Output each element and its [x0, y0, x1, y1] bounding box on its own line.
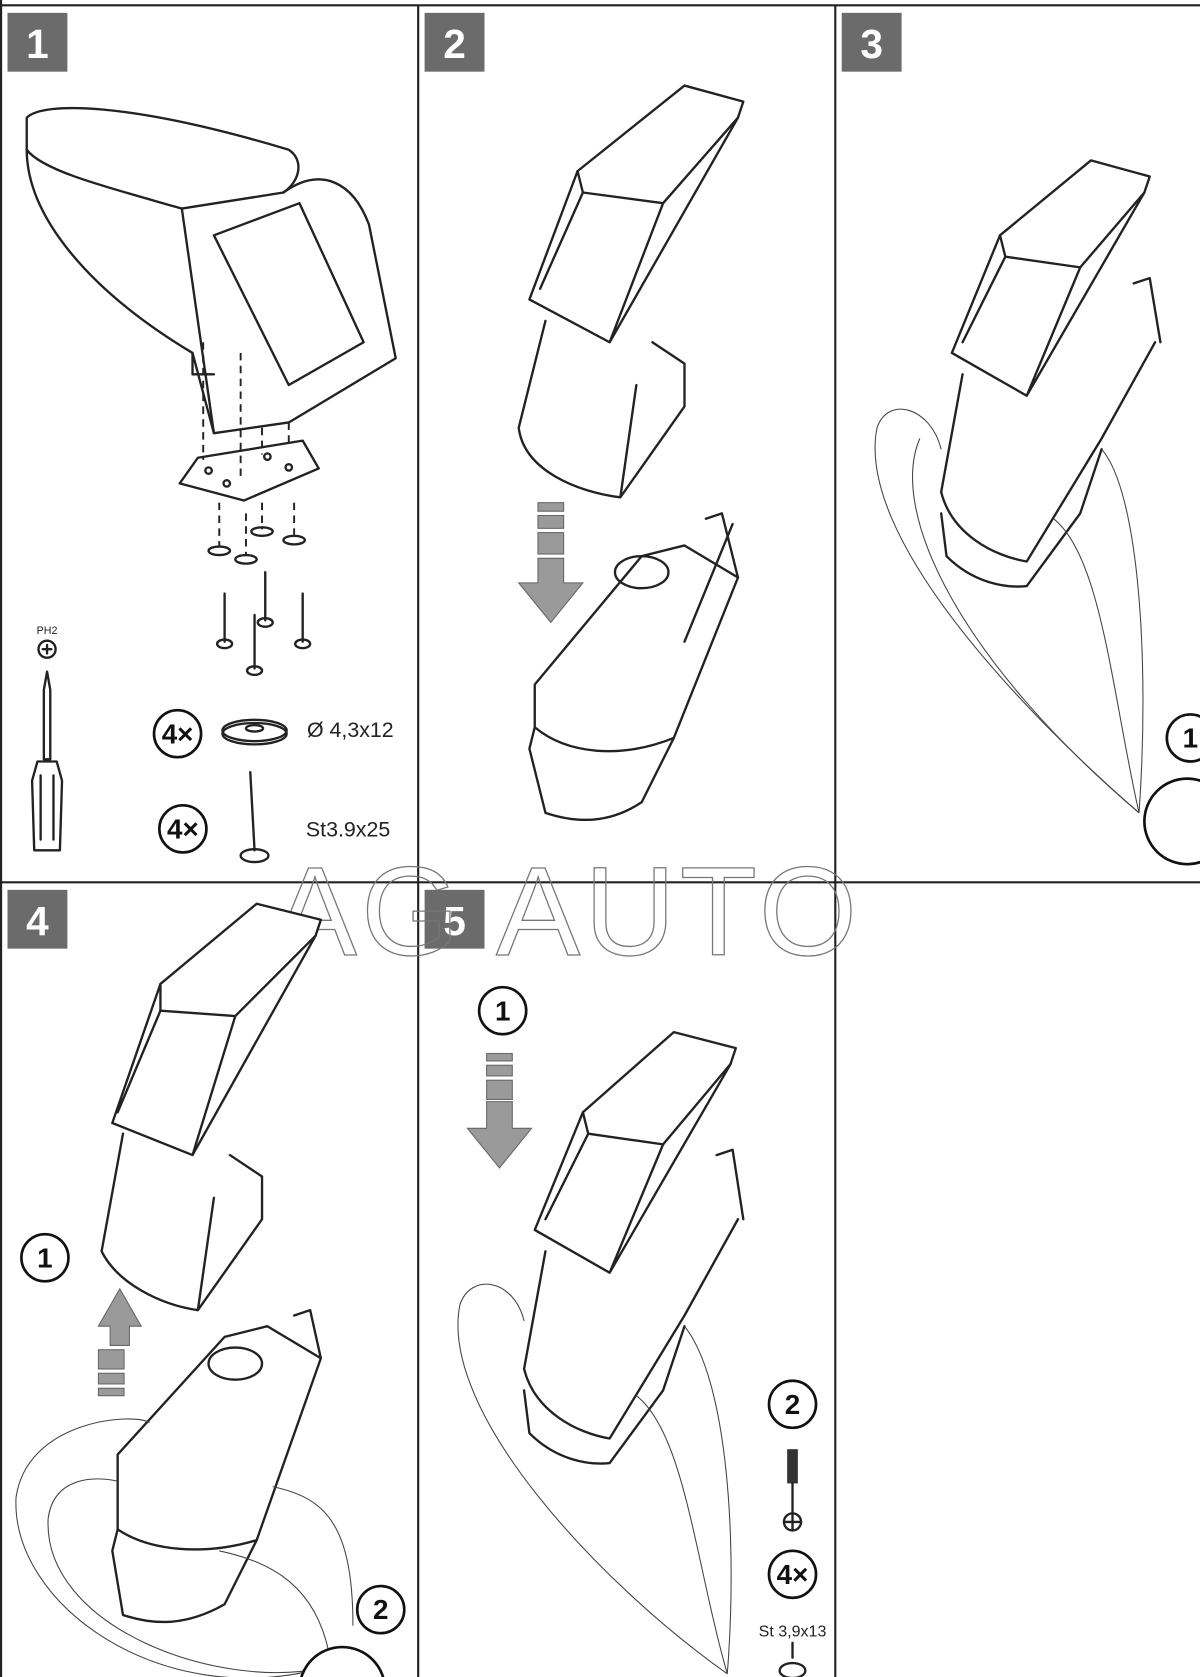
screw-spec: St3.9x25: [306, 817, 390, 841]
down-arrow-icon: [517, 502, 585, 624]
down-arrow-icon: [466, 1052, 533, 1169]
screws-and-washers: [207, 526, 312, 677]
svg-text:1: 1: [1183, 723, 1198, 754]
phillips-icon: [37, 639, 57, 659]
hand-pressing-icon: [300, 1645, 385, 1677]
svg-text:5: 5: [443, 898, 466, 944]
substep-badge: 1: [1165, 713, 1200, 763]
qty-badge-screws: 4×: [158, 804, 208, 854]
svg-text:2: 2: [785, 1389, 800, 1420]
step-badge-3: 3: [841, 12, 902, 72]
console-base-illustration: [111, 1308, 323, 1624]
armrest-illustration: [25, 106, 397, 435]
step-badge-4: 4: [7, 889, 68, 949]
substep-badge-1: 1: [20, 1232, 70, 1283]
armrest-top-illustration: [517, 84, 745, 499]
up-arrow-icon: [97, 1287, 143, 1397]
hand-pressing-icon: [1143, 777, 1200, 866]
watermark: AG AUTO: [273, 841, 862, 982]
assembled-armrest-illustration: [522, 1030, 745, 1465]
step-badge-5: 5: [424, 889, 485, 949]
console-base-illustration: [528, 512, 740, 821]
substep-badge-2: 2: [767, 1379, 818, 1430]
step-badge-2: 2: [424, 12, 485, 72]
screw-spec: St 3,9x13: [759, 1622, 827, 1640]
svg-text:2: 2: [443, 21, 466, 67]
qty-badge-washers: 4×: [152, 708, 203, 759]
armrest-top-illustration: [100, 902, 323, 1312]
svg-text:4×: 4×: [777, 1559, 809, 1590]
assembled-armrest-illustration: [939, 159, 1162, 588]
svg-text:4×: 4×: [167, 814, 199, 845]
svg-text:1: 1: [26, 21, 49, 67]
screw-icon: [239, 771, 270, 864]
substep-badge-1: 1: [477, 985, 528, 1036]
clip-arrows: [874, 408, 1144, 814]
svg-text:4: 4: [26, 898, 49, 944]
qty-badge-screws: 4×: [767, 1549, 818, 1600]
screwdriver-icon: [782, 1449, 803, 1532]
screw-head-icon: [778, 1641, 807, 1677]
step-badge-1: 1: [7, 12, 68, 72]
svg-text:1: 1: [37, 1242, 52, 1273]
screwdriver-icon: [30, 670, 64, 852]
tool-label: PH2: [37, 625, 58, 637]
svg-text:3: 3: [860, 21, 883, 67]
svg-text:1: 1: [495, 995, 510, 1026]
mounting-plate: [178, 342, 320, 557]
svg-text:2: 2: [373, 1594, 388, 1625]
washer-icon: [221, 718, 288, 746]
clip-arrows: [457, 1283, 732, 1675]
substep-badge-2: 2: [355, 1584, 406, 1635]
svg-text:4×: 4×: [162, 718, 194, 749]
washer-spec: Ø 4,3x12: [307, 718, 394, 742]
clip-arrows: [15, 1418, 354, 1677]
